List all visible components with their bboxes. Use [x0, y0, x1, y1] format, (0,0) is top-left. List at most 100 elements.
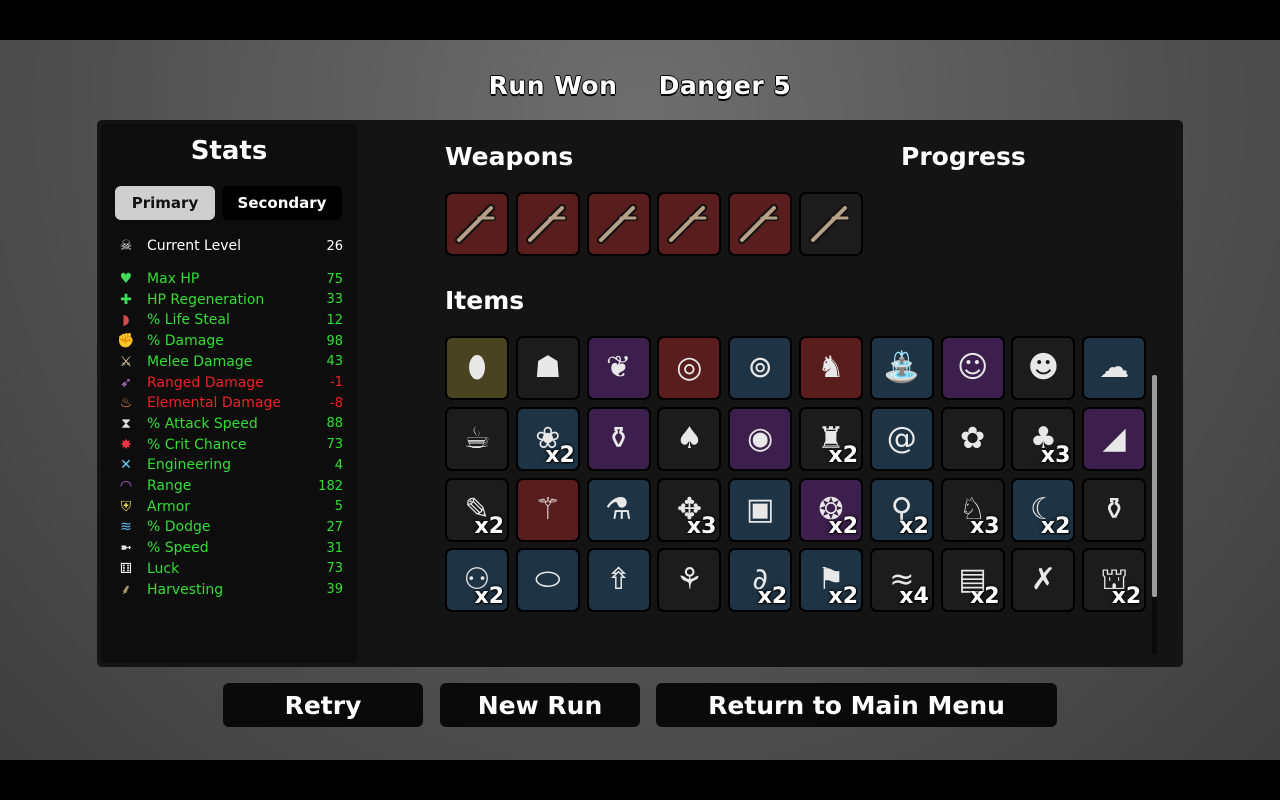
item-slot[interactable]: ⚚ — [515, 477, 580, 542]
snail-icon: @ — [886, 420, 917, 456]
item-slot[interactable]: ☺ — [940, 336, 1005, 400]
item-slot[interactable]: ⚑x2 — [799, 548, 863, 613]
item-slot[interactable]: ✎x2 — [445, 477, 509, 542]
stats-panel: Stats Primary Secondary ☠ Current Level … — [101, 124, 357, 663]
bullet-icon: ⇮ — [606, 562, 632, 598]
stat-label: % Life Steal — [147, 312, 230, 329]
item-slot[interactable]: ☁ — [1082, 336, 1147, 400]
item-slot[interactable]: ▤x2 — [940, 548, 1005, 613]
item-slot[interactable]: ⬭ — [515, 548, 580, 613]
item-slot[interactable]: ⚗ — [586, 477, 651, 542]
item-slot[interactable]: ◢ — [1082, 406, 1147, 471]
tab-primary[interactable]: Primary — [115, 186, 215, 220]
item-slot[interactable]: ☻ — [1011, 336, 1076, 400]
item-slot[interactable]: ⬮ — [445, 336, 509, 400]
scar-icon: ✗ — [1030, 562, 1056, 598]
item-slot[interactable]: ♠ — [657, 406, 722, 471]
wings-icon: ❦ — [606, 350, 632, 385]
alien-icon: ☗ — [534, 350, 562, 385]
stat-value: 31 — [326, 540, 343, 556]
weapon-slot[interactable] — [586, 192, 651, 256]
item-slot[interactable]: ✥x3 — [657, 477, 722, 542]
map-icon: ▤ — [958, 562, 987, 598]
items-title: Items — [445, 286, 525, 315]
stat-label: % Damage — [147, 333, 224, 350]
stat-label: % Dodge — [147, 519, 211, 536]
item-slot[interactable]: ⚘ — [657, 548, 722, 613]
letterbox-bottom — [0, 760, 1280, 800]
weapon-slot[interactable] — [657, 192, 722, 256]
weapon-slot[interactable] — [728, 192, 793, 256]
item-slot[interactable]: ☕ — [445, 406, 509, 471]
item-slot[interactable]: ☾x2 — [1011, 477, 1076, 542]
claw-icon: ☾ — [1029, 491, 1057, 527]
stat-current-level: ☠ Current Level 26 — [115, 236, 343, 256]
weapon-slot[interactable] — [799, 192, 863, 256]
tentacle-icon: ∂ — [752, 562, 768, 598]
frog-icon: ☺ — [956, 350, 989, 385]
shark-fin-icon: ◢ — [1102, 420, 1126, 456]
return-to-main-menu-button[interactable]: Return to Main Menu — [656, 683, 1057, 727]
item-slot[interactable]: ▣ — [728, 477, 793, 542]
stat-label: % Speed — [147, 540, 209, 557]
item-slot[interactable]: ♘x3 — [940, 477, 1005, 542]
gargoyle-icon: ♜ — [817, 420, 845, 456]
hamster-icon: ✿ — [960, 420, 986, 456]
stat-label: Range — [147, 478, 192, 494]
weapon-slot[interactable] — [515, 192, 580, 256]
tab-secondary[interactable]: Secondary — [222, 186, 342, 220]
item-slot[interactable]: ⚱ — [1082, 477, 1147, 542]
item-slot[interactable]: ❦ — [586, 336, 651, 400]
item-slot[interactable]: ◎ — [657, 336, 722, 400]
retry-button[interactable]: Retry — [223, 683, 423, 727]
item-slot[interactable]: ⚲x2 — [869, 477, 934, 542]
stat-value: 43 — [326, 354, 343, 370]
stat-label: Armor — [147, 498, 191, 515]
item-slot[interactable]: ☗ — [515, 336, 580, 400]
duck-icon: ♘ — [959, 491, 987, 527]
wheat-icon: ⸙ — [120, 582, 132, 598]
stat-label: Luck — [147, 560, 180, 577]
stat-value: 27 — [326, 519, 343, 535]
item-slot[interactable]: @ — [869, 406, 934, 471]
item-slot[interactable]: ♜x2 — [799, 406, 863, 471]
item-slot[interactable]: ⚇x2 — [445, 548, 509, 613]
fountain-icon: ⛲ — [883, 350, 921, 385]
item-slot[interactable]: ∂x2 — [728, 548, 793, 613]
stat-label: Engineering — [147, 457, 231, 474]
new-run-button[interactable]: New Run — [440, 683, 640, 727]
item-count: x2 — [1040, 513, 1071, 539]
item-slot[interactable]: ⛫x2 — [1082, 548, 1147, 613]
egg-icon: ⬮ — [467, 350, 487, 385]
item-slot[interactable]: ⚱ — [586, 406, 651, 471]
item-slot[interactable]: ✿ — [940, 406, 1005, 471]
item-slot[interactable]: ❂x2 — [799, 477, 863, 542]
item-count: x2 — [1111, 584, 1142, 610]
item-slot[interactable]: ⛲ — [869, 336, 934, 400]
item-slot[interactable]: ≈x4 — [869, 548, 934, 613]
stat-label: Ranged Damage — [147, 374, 264, 391]
items-scrollbar-thumb[interactable] — [1152, 375, 1157, 597]
stat-value: 73 — [326, 561, 343, 577]
item-slot[interactable]: ◉ — [728, 406, 793, 471]
skull-icon: ☠ — [119, 238, 133, 254]
item-slot[interactable]: ♣x3 — [1011, 406, 1076, 471]
weapon-slot[interactable] — [445, 192, 509, 256]
ring-icon: ◉ — [747, 420, 774, 456]
item-slot[interactable]: ✗ — [1011, 548, 1076, 613]
stick-icon — [593, 196, 645, 252]
stick-icon — [734, 196, 786, 252]
item-slot[interactable]: ⊚ — [728, 336, 793, 400]
item-slot[interactable]: ⇮ — [586, 548, 651, 613]
items-scrollbar[interactable] — [1152, 375, 1157, 655]
tardigrade-icon: ❂ — [818, 491, 844, 527]
item-slot[interactable]: ❀x2 — [515, 406, 580, 471]
item-count: x2 — [828, 442, 859, 468]
stat-ranged-damage: ➶Ranged Damage-1 — [115, 373, 343, 393]
run-result: Run Won — [488, 71, 618, 100]
item-slot[interactable]: ♞ — [799, 336, 863, 400]
stats-title: Stats — [190, 136, 268, 166]
